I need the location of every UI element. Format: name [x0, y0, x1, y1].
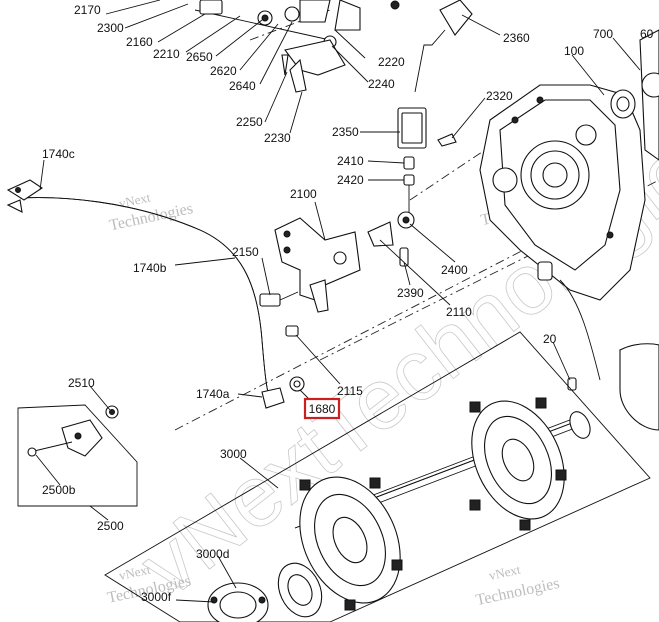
bracket-2100 [274, 217, 361, 313]
callout-2400: 2400 [441, 263, 468, 277]
svg-text:Technologies: Technologies [474, 575, 561, 609]
callout-2160: 2160 [126, 35, 153, 49]
callout-2110: 2110 [446, 305, 472, 319]
callout-2220: 2220 [378, 55, 405, 69]
callout-3000f: 3000f [141, 590, 172, 604]
highlighted-callout-1680[interactable]: 1680 [303, 397, 341, 420]
callout-2300: 2300 [97, 21, 124, 35]
callout-2250: 2250 [236, 115, 263, 129]
shift-cable [6, 179, 285, 409]
callout-60: 60 [640, 27, 654, 41]
callout-700: 700 [593, 27, 613, 41]
callout-2500: 2500 [97, 519, 124, 533]
callout-1740b: 1740b [133, 261, 167, 275]
inset-box-2500 [17, 404, 138, 507]
callout-3000d: 3000d [196, 547, 229, 561]
callout-1740c: 1740c [42, 147, 75, 161]
callout-2420: 2420 [337, 173, 364, 187]
lever-assembly [397, 0, 473, 229]
callout-2360: 2360 [503, 31, 530, 45]
callout-2620: 2620 [210, 64, 237, 78]
callout-3000: 3000 [220, 447, 247, 461]
callout-2640: 2640 [229, 79, 256, 93]
callout-2320: 2320 [486, 89, 513, 103]
drive-shaft-box [104, 331, 651, 622]
svg-text:vNext: vNext [118, 562, 153, 583]
sprocket-left [299, 476, 403, 611]
callout-20: 20 [543, 332, 557, 346]
svg-text:vNext: vNext [488, 562, 523, 583]
watermark-small-1: vNext Technologies [108, 190, 195, 235]
callout-2410: 2410 [337, 154, 364, 168]
callout-2150: 2150 [232, 245, 259, 259]
callout-2115: 2115 [337, 384, 363, 398]
callout-1680: 1680 [309, 402, 336, 416]
callout-2240: 2240 [368, 77, 395, 91]
callout-2510: 2510 [68, 376, 95, 390]
callout-2500b: 2500b [42, 483, 76, 497]
svg-text:vNext: vNext [118, 190, 153, 211]
callout-100: 100 [564, 44, 584, 58]
watermark-small-4: vNext Technologies [474, 562, 561, 610]
leader-lines [35, 0, 641, 603]
callout-2210: 2210 [153, 47, 180, 61]
sprocket-right [469, 397, 567, 531]
callout-2390: 2390 [397, 286, 424, 300]
shift-linkage-parts [194, 0, 400, 93]
transmission-case [479, 29, 659, 431]
callout-2100: 2100 [290, 187, 317, 201]
callout-1740a: 1740a [196, 387, 230, 401]
callout-2350: 2350 [332, 125, 359, 139]
callout-2170: 2170 [74, 3, 101, 17]
callout-labels: 2170 2300 2160 2210 2650 2620 2640 2220 … [42, 3, 654, 604]
callout-2230: 2230 [264, 131, 291, 145]
callout-2650: 2650 [186, 50, 213, 64]
